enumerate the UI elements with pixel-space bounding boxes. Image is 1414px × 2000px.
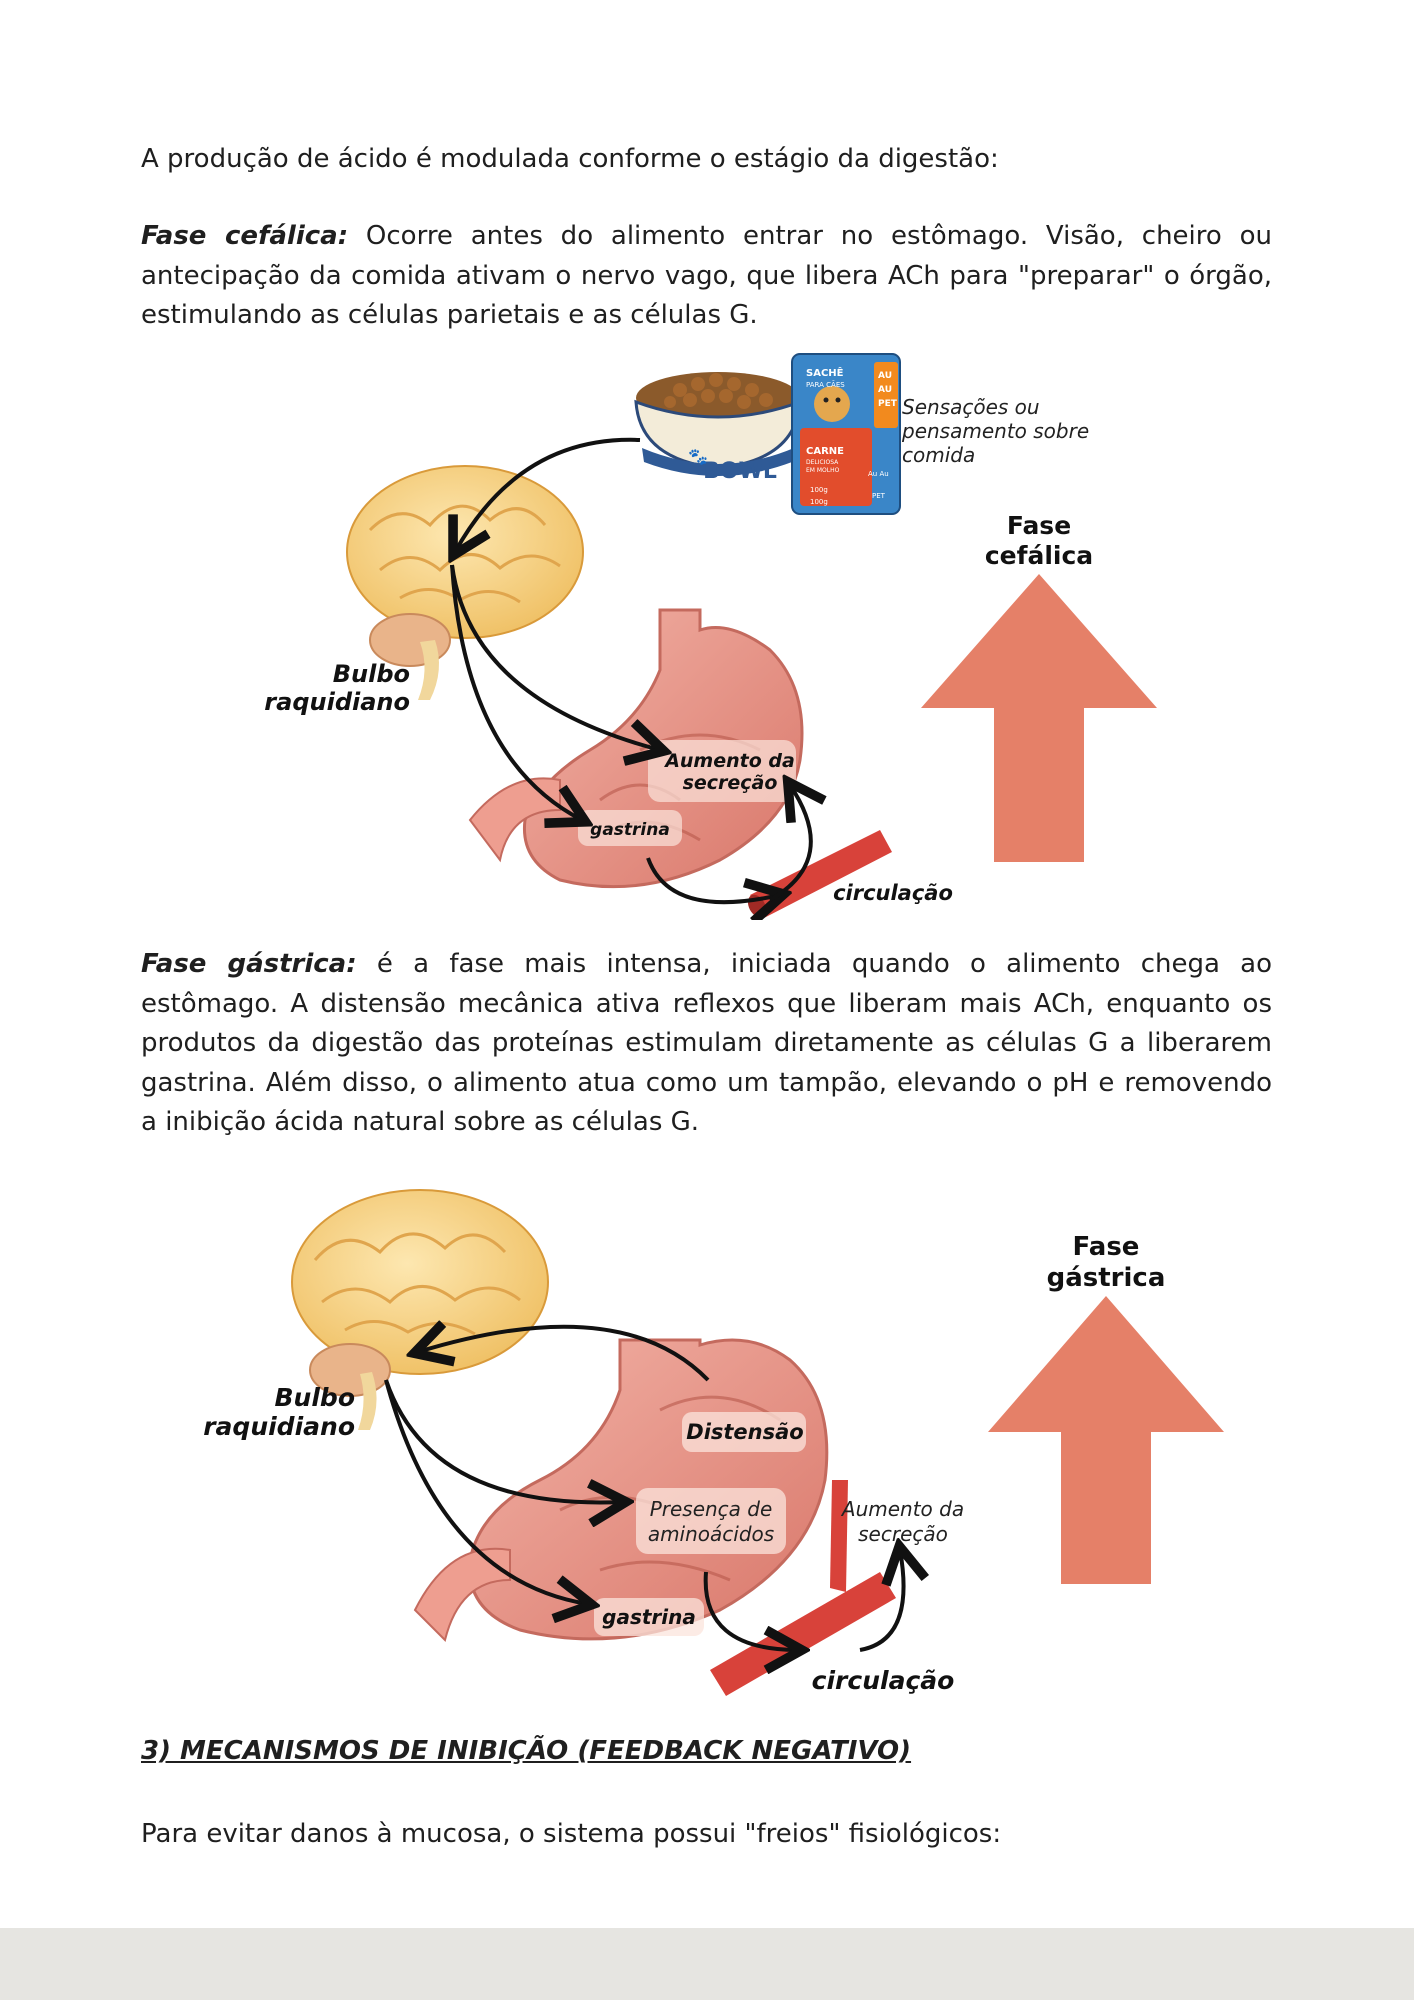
cephalic-text: Ocorre antes do alimento entrar no estôm… <box>141 221 1272 330</box>
stomach-illustration <box>413 1338 829 1642</box>
gastrina-label: gastrina <box>590 820 670 840</box>
circulacao-label: circulação <box>833 881 953 905</box>
arrow-circulation-to-secretion <box>859 1550 904 1652</box>
arrow-brain-to-gastrina <box>450 564 582 820</box>
gastric-text: é a fase mais intensa, iniciada quando o… <box>141 949 1272 1137</box>
gastric-paragraph: Fase gástrica: é a fase mais intensa, in… <box>141 945 1272 1143</box>
pouch-side-3: PET <box>878 399 898 409</box>
dog-bowl-icon: BOWL 🐾 <box>634 372 802 484</box>
cephalic-paragraph: Fase cefálica: Ocorre antes do alimento … <box>141 217 1272 336</box>
brain-icon <box>291 1189 549 1430</box>
pouch-weight-1: 100g <box>810 486 828 494</box>
pouch-weight-2: 100g <box>810 498 828 506</box>
phase-title-1: Fase <box>1007 511 1071 540</box>
phase-title-2: cefálica <box>985 541 1093 570</box>
phase-title-1: Fase <box>1073 1232 1140 1262</box>
arrow-distension-to-brain <box>418 1327 710 1382</box>
secretion-label-1: Aumento da <box>663 750 795 772</box>
cephalic-diagram: BOWL 🐾 SACHÊ PARA CÃES AU AU PET CARNE D… <box>264 353 1157 920</box>
arrow-stimulus-to-brain <box>455 437 641 552</box>
pouch-side-1: AU <box>878 371 892 381</box>
paw-icon: 🐾 <box>688 449 708 466</box>
amino-label-1: Presença de <box>650 1497 773 1521</box>
gastric-term: Fase gástrica: <box>141 949 357 979</box>
stimulus-line-1: Sensações ou <box>902 395 1040 419</box>
secretion-label-1: Aumento da <box>840 1497 964 1521</box>
amino-label-2: aminoácidos <box>648 1522 774 1546</box>
page-footer-band <box>0 1928 1414 2000</box>
arrow-brain-to-gastrina <box>384 1379 588 1604</box>
circulacao-label: circulação <box>812 1666 955 1695</box>
pouch-main-2: DELICIOSA <box>806 459 839 466</box>
bulbo-label-2: raquidiano <box>203 1412 355 1441</box>
secretion-label-2: secreção <box>683 772 778 794</box>
brain-icon <box>346 465 584 700</box>
stomach-illustration <box>468 608 804 889</box>
arrow-brain-to-aminoacids <box>384 1379 622 1502</box>
pouch-side-2: AU <box>878 385 892 395</box>
arrow-brain-to-secretion <box>450 564 660 750</box>
gastric-diagram: Bulbo raquidiano Distensão Presença de a… <box>203 1189 1224 1696</box>
pouch-small-2: PET <box>872 492 886 500</box>
bowl-label: BOWL <box>703 459 777 484</box>
arrow-circulation-to-secretion <box>769 785 811 902</box>
dog-food-pouch-icon: SACHÊ PARA CÃES AU AU PET CARNE DELICIOS… <box>791 353 901 515</box>
blood-vessel-icon <box>747 830 892 918</box>
arrow-gastrina-to-circulation <box>646 857 780 902</box>
document-page: A produção de ácido é modulada conforme … <box>0 144 1414 1849</box>
cephalic-term: Fase cefálica: <box>141 221 349 251</box>
secretion-label-2: secreção <box>858 1522 948 1546</box>
pouch-main-1: CARNE <box>806 446 844 457</box>
bulbo-label-1: Bulbo <box>275 1383 356 1412</box>
stimulus-line-3: comida <box>902 443 975 467</box>
bulbo-label-1: Bulbo <box>333 660 410 688</box>
arrow-amino-to-circulation <box>703 1571 798 1650</box>
figure-gastric-phase: Bulbo raquidiano Distensão Presença de a… <box>0 1180 1414 1700</box>
intro-paragraph: A produção de ácido é modulada conforme … <box>141 144 999 174</box>
section-paragraph: Para evitar danos à mucosa, o sistema po… <box>141 1819 1002 1849</box>
section-heading: 3) MECANISMOS DE INIBIÇÃO (FEEDBACK NEGA… <box>141 1736 912 1766</box>
phase-up-arrow <box>921 574 1157 862</box>
gastrina-label: gastrina <box>602 1605 696 1629</box>
figure-cephalic-phase: BOWL 🐾 SACHÊ PARA CÃES AU AU PET CARNE D… <box>0 340 1414 920</box>
pouch-top-1: SACHÊ <box>806 366 844 379</box>
bulbo-label-2: raquidiano <box>264 688 410 716</box>
pouch-small-1: Au Au <box>868 470 889 478</box>
distension-label: Distensão <box>686 1420 803 1444</box>
pouch-top-2: PARA CÃES <box>806 380 845 389</box>
stimulus-line-2: pensamento sobre <box>901 419 1089 443</box>
phase-title-2: gástrica <box>1047 1263 1166 1293</box>
pouch-main-3: EM MOLHO <box>806 467 840 474</box>
phase-up-arrow <box>988 1296 1224 1584</box>
